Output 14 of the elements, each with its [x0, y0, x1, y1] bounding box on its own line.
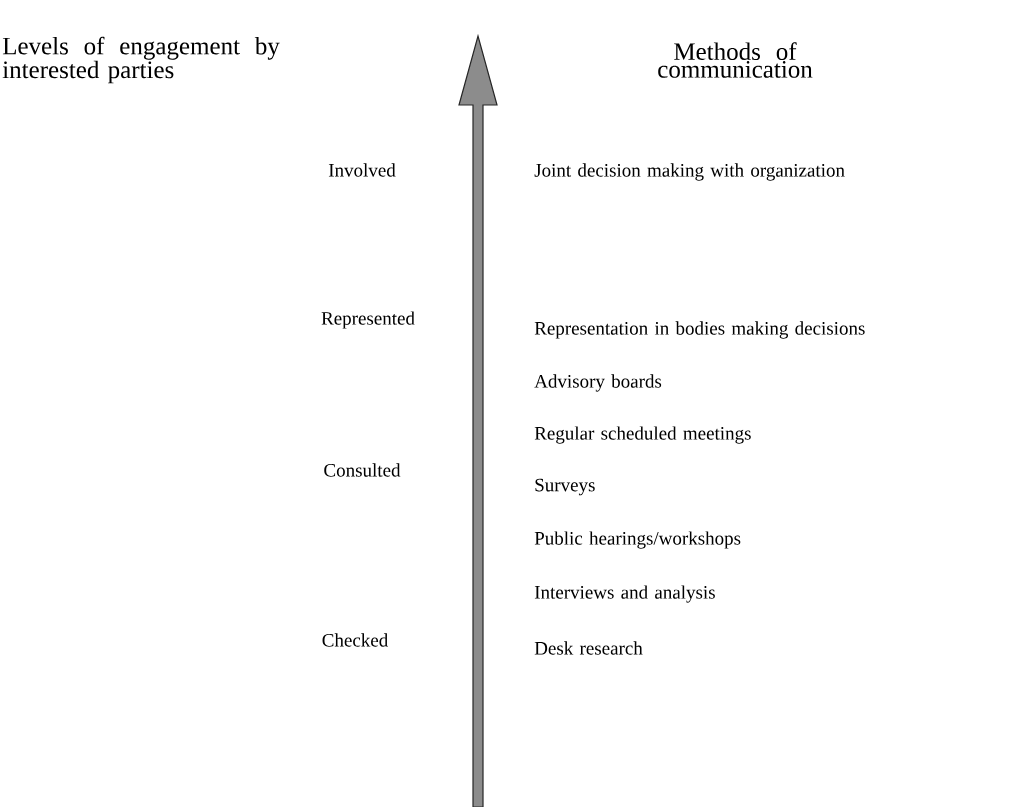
heading: Methods of communication: [658, 42, 813, 78]
level-label: Consulted: [324, 463, 401, 477]
method-label: Advisory boards: [534, 374, 662, 392]
level-label: Represented: [321, 311, 415, 329]
method-label: Desk research: [534, 641, 643, 655]
method-label: Joint decision making with organization: [534, 163, 845, 181]
method-label: Public hearings/workshops: [534, 531, 741, 549]
method-label: Regular scheduled meetings: [534, 426, 751, 444]
method-label: Surveys: [535, 478, 595, 496]
method-label: Representation in bodies making decisions: [534, 321, 865, 339]
level-label: Involved: [328, 163, 396, 177]
heading: Levels of engagement by interested parties: [2, 36, 280, 84]
method-label: Interviews and analysis: [534, 585, 715, 603]
level-label: Checked: [322, 633, 388, 647]
